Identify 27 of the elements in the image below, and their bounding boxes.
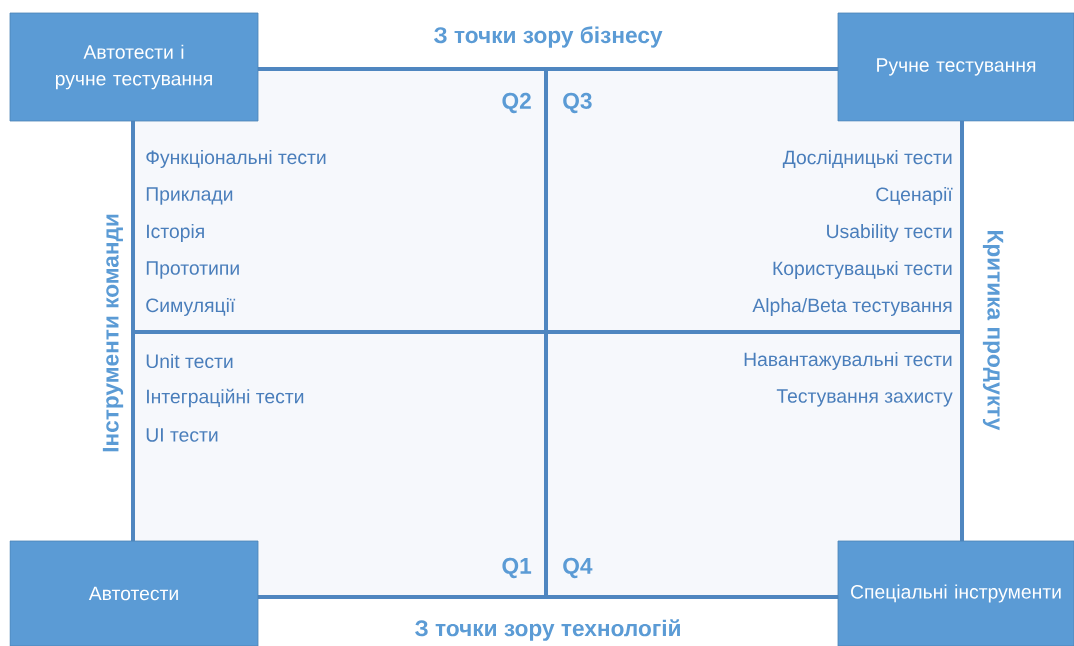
- list-item: Дослідницькі тести: [782, 150, 952, 168]
- corner-box: Автотести: [9, 540, 259, 646]
- axis-label: Інструменти команди: [102, 214, 124, 452]
- list-item: Unit тести: [146, 353, 233, 369]
- corner-box: Ручне тестування: [837, 12, 1074, 122]
- quadrant-label: Q2: [502, 92, 531, 114]
- list-item: Тестування захисту: [776, 389, 953, 407]
- list-item: Сценарії: [876, 187, 953, 205]
- corner-box: Спеціальні інструменти: [837, 540, 1074, 646]
- list-item: Користувацькі тести: [773, 261, 952, 279]
- list-item: Історія: [147, 224, 204, 242]
- corner-box: Автотести і ручне тестування: [9, 12, 259, 122]
- axis-label: Критика продукту: [982, 231, 1004, 431]
- list-item: Навантажувальні тести: [744, 352, 952, 370]
- list-item: Симуляції: [146, 298, 236, 316]
- quadrant-label: Q3: [563, 92, 592, 114]
- list-item: Інтеграційні тести: [147, 388, 304, 408]
- quadrant-label: Q4: [563, 557, 593, 579]
- list-item: Приклади: [146, 187, 233, 205]
- list-item: Usability тести: [827, 224, 952, 242]
- list-item: Alpha/Beta тестування: [752, 298, 952, 316]
- list-item: UI тести: [146, 428, 218, 442]
- axis-label: З точки зору технологій: [415, 619, 680, 641]
- list-item: Прототипи: [146, 261, 239, 279]
- quadrant-label: Q1: [502, 557, 532, 579]
- axis-label: З точки зору бізнесу: [433, 26, 663, 48]
- list-item: Функціональні тести: [146, 150, 326, 168]
